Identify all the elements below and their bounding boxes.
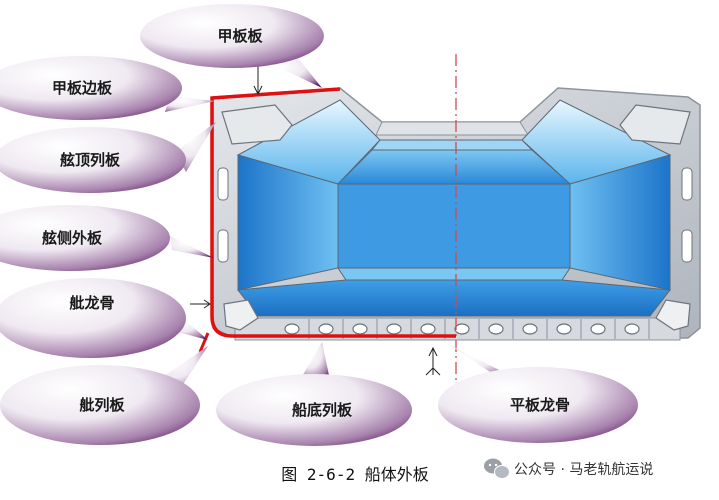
arrow-flat-keel — [425, 346, 441, 376]
figure-caption: 图 2-6-2 船体外板 — [281, 465, 428, 484]
upper-wing-tank-right — [619, 104, 691, 145]
label-bottom-strake: 船底列板 — [292, 401, 353, 419]
callout-side-shell-plate: 舷侧外板 — [0, 205, 214, 271]
callout-deck-plate: 甲板板 — [140, 4, 324, 88]
label-sheer-strake: 舷顶列板 — [60, 151, 121, 169]
bottom-lightening-holes — [284, 319, 650, 339]
label-bilge-keel: 舭龙骨 — [69, 294, 114, 312]
side-slot — [681, 167, 693, 201]
lightening-hole — [488, 323, 504, 335]
lightening-hole — [352, 323, 368, 335]
bilge-keel-mark — [198, 332, 210, 353]
hull-cross-section — [190, 54, 701, 385]
side-slot — [681, 229, 693, 263]
bilge-hopper-left — [223, 299, 259, 331]
hatch-coaming — [375, 121, 529, 136]
shell-plating-highlight — [210, 87, 456, 338]
label-bilge-strake: 舭列板 — [79, 396, 125, 414]
lightening-hole — [318, 323, 334, 335]
hold-floor-strip — [337, 267, 571, 281]
label-deck-plate: 甲板板 — [217, 27, 263, 45]
hold-floor — [237, 279, 671, 317]
hold-back-top — [370, 139, 534, 151]
credit: 公众号 · 马老轨航运说 — [484, 458, 653, 479]
side-slot — [217, 167, 229, 201]
hold-back-wall — [336, 149, 572, 185]
lightening-hole — [386, 323, 402, 335]
callout-sheer-strake: 舷顶列板 — [0, 122, 216, 193]
lightening-hole — [590, 323, 606, 335]
callout-flat-keel: 平板龙骨 — [438, 345, 638, 443]
callout-bilge-strake: 舭列板 — [0, 346, 208, 445]
callout-deck-edge-plate: 甲板边板 — [0, 56, 215, 120]
credit-text: 公众号 · 马老轨航运说 — [514, 462, 653, 478]
lightening-hole — [556, 323, 572, 335]
arrow-bilge-keel — [190, 299, 211, 309]
lightening-hole — [454, 323, 470, 335]
label-flat-keel: 平板龙骨 — [510, 396, 570, 414]
label-deck-edge-plate: 甲板边板 — [52, 79, 113, 97]
callout-bottom-strake: 船底列板 — [216, 342, 412, 446]
hold-center-wall — [337, 183, 571, 269]
wechat-icon — [484, 458, 510, 479]
side-slot — [217, 229, 229, 263]
callout-bilge-keel: 舭龙骨 — [0, 278, 208, 358]
upper-wing-tank-left — [221, 104, 293, 145]
lightening-hole — [624, 323, 640, 335]
arrow-deck — [253, 64, 263, 96]
label-side-shell-plate: 舷侧外板 — [42, 229, 103, 247]
bilge-hopper-right — [655, 299, 691, 331]
lightening-hole — [420, 323, 436, 335]
lightening-hole — [284, 323, 300, 335]
lightening-hole — [522, 323, 538, 335]
